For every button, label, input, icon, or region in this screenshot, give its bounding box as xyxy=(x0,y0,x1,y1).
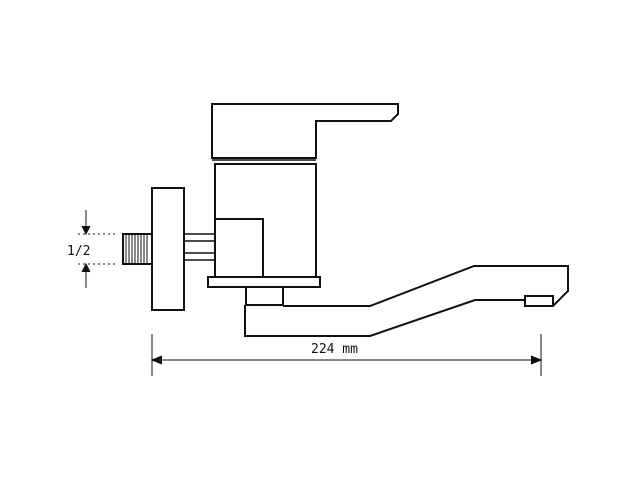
body-connector-block xyxy=(215,218,264,277)
spout-aerator xyxy=(524,295,554,307)
thread-size-label: 1/2 xyxy=(67,244,90,259)
spout-length-label: 224 mm xyxy=(311,342,358,357)
base-plate xyxy=(207,276,321,288)
lever-handle xyxy=(211,103,399,159)
wall-flange xyxy=(151,187,185,311)
thread-dimension xyxy=(78,210,118,288)
spout-length-dimension xyxy=(150,334,543,376)
threaded-inlet xyxy=(122,233,153,265)
spout-collar xyxy=(245,286,284,306)
mixer-body xyxy=(214,163,317,278)
